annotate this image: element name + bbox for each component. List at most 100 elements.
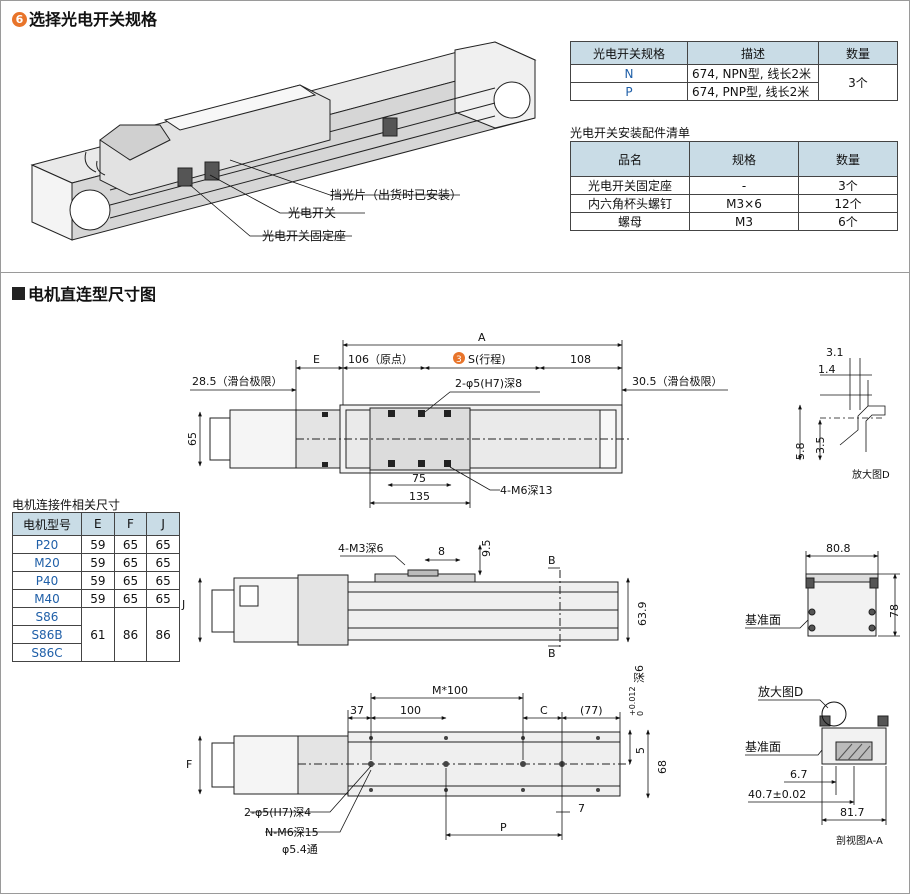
dim-tolerance-lower: 0 (636, 711, 645, 716)
dim-80-8: 80.8 (826, 542, 851, 555)
dim-5: 5 (634, 747, 647, 754)
motor-f-cell: 86 (113, 607, 148, 662)
section1-title-text: 选择光电开关规格 (29, 10, 158, 29)
table-row: S86B (12, 625, 180, 644)
stroke-number-badge (453, 352, 465, 364)
dim-78: 78 (888, 604, 901, 618)
table-header: 数量 (798, 141, 898, 177)
bottom-view-dimensions (198, 693, 650, 840)
dim-7: 7 (578, 802, 585, 815)
callout-shutter-label: 挡光片（出货时已安装） (330, 187, 462, 202)
dim-pin-hole-bottom: 2-φ5(H7)深4 (244, 806, 311, 819)
top-view-dimensions (190, 340, 728, 508)
parts-table: 品名 规格 数量 光电开关固定座 - 3个 内六角杯头螺钉 M3×6 12个 螺… (570, 141, 898, 231)
table-row: P40 59 65 65 (12, 571, 180, 590)
section-number-badge: 6 (12, 12, 27, 27)
dim-p: P (500, 821, 507, 834)
motor-j-cell: 65 (146, 535, 180, 554)
table-row: 螺母 M3 6个 (570, 212, 898, 231)
section-aa-drawing (819, 701, 889, 765)
dim-1-4: 1.4 (818, 363, 836, 376)
motor-e-cell: 59 (81, 571, 115, 590)
dim-pitch: 75 (412, 472, 426, 485)
dim-tolerance-upper: +0.012 (628, 686, 637, 716)
callout-leaders (189, 159, 460, 237)
table-header: E (81, 512, 115, 536)
table-header: 电机型号 (12, 512, 82, 536)
motor-caption: 电机连接件相关尺寸 (12, 498, 121, 512)
dim-8: 8 (438, 545, 445, 558)
table-row: 光电开关固定座 - 3个 (570, 176, 898, 195)
section-mark-b-top: B (548, 554, 556, 567)
table-header: 数量 (818, 41, 898, 65)
dim-77: (77) (580, 704, 603, 717)
dim-pin-hole: 2-φ5(H7)深8 (455, 377, 522, 390)
section-reference-label: 基准面 (745, 740, 781, 754)
dim-width: 135 (409, 490, 430, 503)
dim-6-7: 6.7 (790, 768, 808, 781)
dim-through-hole: φ5.4通 (282, 843, 318, 856)
dim-e: E (313, 353, 320, 366)
parts-caption: 光电开关安装配件清单 (570, 126, 691, 140)
dim-81-7: 81.7 (840, 806, 865, 819)
table-row: N 674, NPN型, 线长2米 3个 (570, 64, 898, 101)
section-aa-caption: 剖视图A-A (836, 834, 883, 847)
part-qty-cell: 12个 (798, 194, 898, 213)
table-header: 规格 (689, 141, 799, 177)
motor-j-cell: 65 (146, 571, 180, 590)
part-spec-cell: M3×6 (689, 194, 799, 213)
motor-model-cell: S86B (12, 625, 82, 644)
top-view-holes (322, 410, 451, 467)
dim-origin: 106（原点） (348, 353, 413, 366)
section-mark-b-bottom: B (548, 647, 556, 660)
side-view-drawing (211, 569, 619, 650)
dim-height: 65 (186, 432, 199, 446)
dim-5-8: 5.8 (794, 443, 807, 461)
dim-side-tap: 4-M3深6 (338, 542, 383, 555)
dim-a: A (478, 331, 486, 344)
switch-spec-table: 光电开关规格 描述 数量 N 674, NPN型, 线长2米 3个 P 674,… (570, 41, 898, 101)
table-row: P 674, PNP型, 线长2米 (570, 82, 898, 101)
callout-switch-label: 光电开关 (288, 206, 336, 220)
section-detail-callout: 放大图D (758, 684, 803, 699)
section2-title: 电机直连型尺寸图 (12, 285, 156, 305)
motor-j-cell: 86 (146, 607, 180, 662)
dim-40-7: 40.7±0.02 (748, 788, 806, 801)
dim-37: 37 (350, 704, 364, 717)
motor-model-cell: S86C (12, 643, 82, 662)
motor-j-cell: 65 (146, 553, 180, 572)
dim-63-9: 63.9 (636, 602, 649, 627)
stroke-number: 3 (456, 355, 462, 365)
bottom-view-drawing (211, 731, 630, 797)
dim-68: 68 (656, 760, 669, 774)
table-row: S86C (12, 643, 180, 662)
actuator-isometric-illustration (30, 41, 537, 241)
dim-stroke: S(行程) (468, 353, 506, 366)
motor-model-cell: S86 (12, 607, 82, 626)
detail-d-drawing (798, 358, 886, 461)
table-header: 光电开关规格 (570, 41, 688, 65)
table-header: J (146, 512, 180, 536)
dim-tolerance-depth: 深6 (633, 665, 646, 683)
switch-qty-cell: 3个 (818, 64, 898, 101)
dim-right-length: 108 (570, 353, 591, 366)
part-name-cell: 内六角杯头螺钉 (570, 194, 690, 213)
dim-right-limit: 30.5（滑台极限） (632, 374, 723, 388)
part-name-cell: 螺母 (570, 212, 690, 231)
part-name-cell: 光电开关固定座 (570, 176, 690, 195)
dim-c: C (540, 704, 548, 717)
motor-f-cell: 65 (113, 589, 148, 608)
dim-tap-bottom: N-M6深15 (265, 826, 319, 839)
callout-mount-label: 光电开关固定座 (262, 228, 346, 243)
table-row: S86 61 86 86 (12, 607, 180, 662)
end-view-drawing (805, 573, 879, 637)
motor-e-cell: 61 (81, 607, 115, 662)
dim-tap: 4-M6深13 (500, 484, 552, 497)
dim-3-5: 3.5 (814, 437, 827, 455)
end-view-dimensions (745, 551, 900, 637)
dim-f: F (186, 758, 192, 771)
motor-table: 电机型号 E F J P20 59 65 65 M20 59 65 65 P40… (12, 512, 180, 662)
section-divider (0, 272, 910, 273)
